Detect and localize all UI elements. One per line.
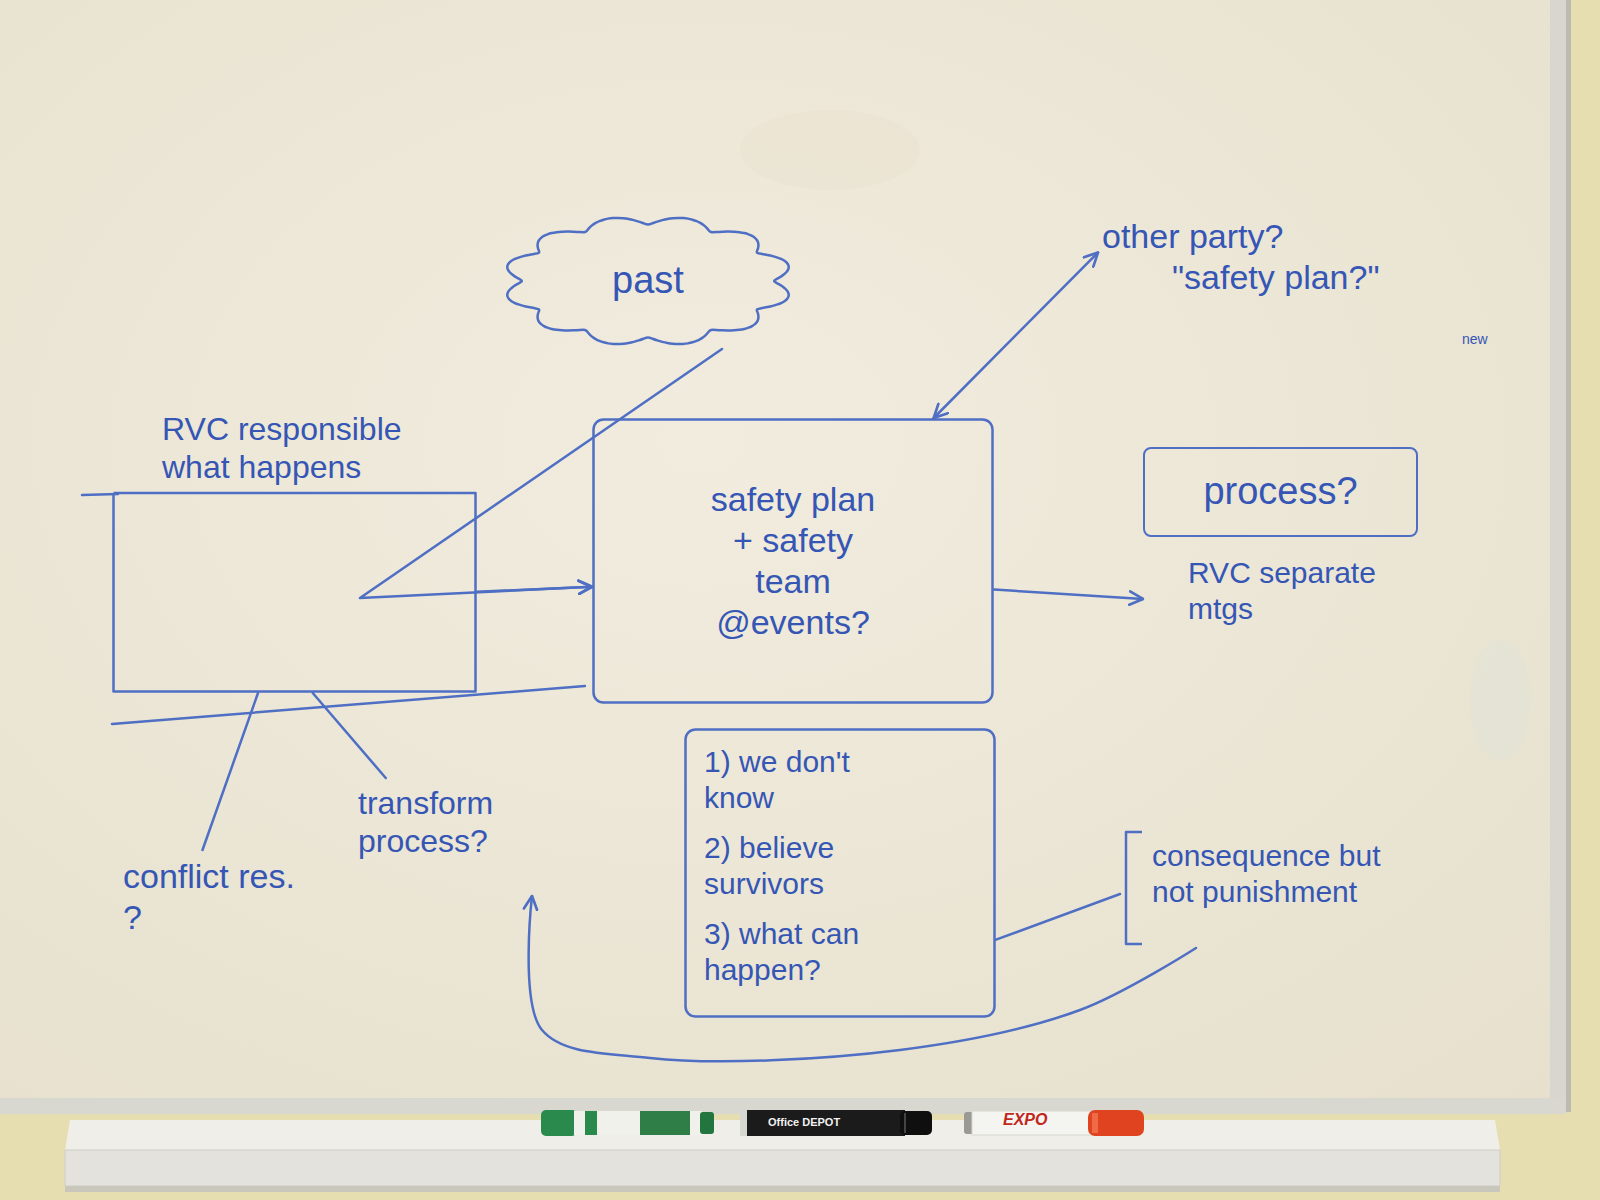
tray-shadow — [65, 1186, 1500, 1192]
smudge — [740, 110, 920, 190]
marker-body — [747, 1110, 905, 1136]
list-box: 1) we don't know 2) believe survivors 3) w… — [684, 728, 996, 1018]
brand-text: Office DEPOT — [768, 1116, 840, 1128]
cap-ridge — [904, 1113, 906, 1133]
connector-line — [360, 349, 722, 598]
node-text: RVC responsible what happens — [162, 410, 467, 487]
node-text: safety plan + safety team @events? — [703, 479, 883, 642]
node-text: consequence but not punishment — [1152, 838, 1412, 910]
cloud-outline — [507, 218, 788, 344]
marker-body — [972, 1111, 1092, 1135]
frame-shadow — [1566, 0, 1571, 1112]
marker-band — [640, 1111, 690, 1135]
connector-line — [477, 587, 592, 592]
node-text: other party? — [1102, 216, 1489, 257]
board-frame — [1550, 0, 1566, 1112]
marker-cap — [1088, 1110, 1144, 1136]
note-block: other party?"safety plan?" — [1098, 212, 1493, 302]
cap-highlight — [1092, 1113, 1098, 1133]
marker-cap — [900, 1111, 932, 1135]
connector-line — [313, 693, 386, 778]
smudge — [1470, 640, 1530, 760]
node-text: past — [612, 258, 684, 304]
node-subtext: RVC separate mtgs — [1188, 555, 1418, 627]
marker-end — [700, 1112, 714, 1134]
note-text: conflict res. ? — [117, 850, 307, 970]
marker-body — [574, 1111, 702, 1135]
node-text: conflict res. ? — [123, 856, 301, 938]
box-outline — [594, 420, 993, 703]
marker-end — [740, 1110, 748, 1136]
node-text: transform process? — [358, 784, 571, 861]
connector-line — [994, 590, 1143, 599]
bracket-outline — [1126, 832, 1142, 944]
cloud-shape: past — [500, 213, 796, 349]
note-text: new — [1462, 332, 1488, 347]
process-box: process? RVC separate mtgs — [1143, 447, 1483, 692]
marker-cap — [541, 1110, 577, 1136]
brand-text: EXPO — [1003, 1111, 1047, 1129]
connector-line — [996, 894, 1120, 940]
heading-box: RVC responsible what happens — [112, 408, 477, 693]
box-outline — [114, 493, 476, 692]
note-text: transform process? — [352, 778, 577, 896]
process-box: safety plan + safety team @events? — [592, 418, 994, 704]
node-outline — [592, 418, 994, 704]
connector-line — [934, 253, 1098, 419]
node-subtext: 3) what can happen? — [704, 916, 919, 988]
marker-band — [585, 1111, 597, 1135]
connector-line — [529, 896, 1196, 1061]
node-subtext: "safety plan?" — [1172, 257, 1489, 298]
node-text: process? — [1143, 447, 1418, 537]
box-outline — [686, 730, 995, 1017]
underline-stroke — [112, 686, 585, 724]
node-subtext: 2) believe survivors — [704, 830, 919, 902]
box-overhang-line — [82, 494, 118, 495]
bracket-note: consequence but not punishment — [1120, 828, 1500, 948]
node-text: 1) we don't know — [704, 744, 919, 816]
board-surface — [0, 0, 1562, 1112]
connector-line — [203, 693, 259, 850]
marker-tray-front — [65, 1150, 1500, 1186]
